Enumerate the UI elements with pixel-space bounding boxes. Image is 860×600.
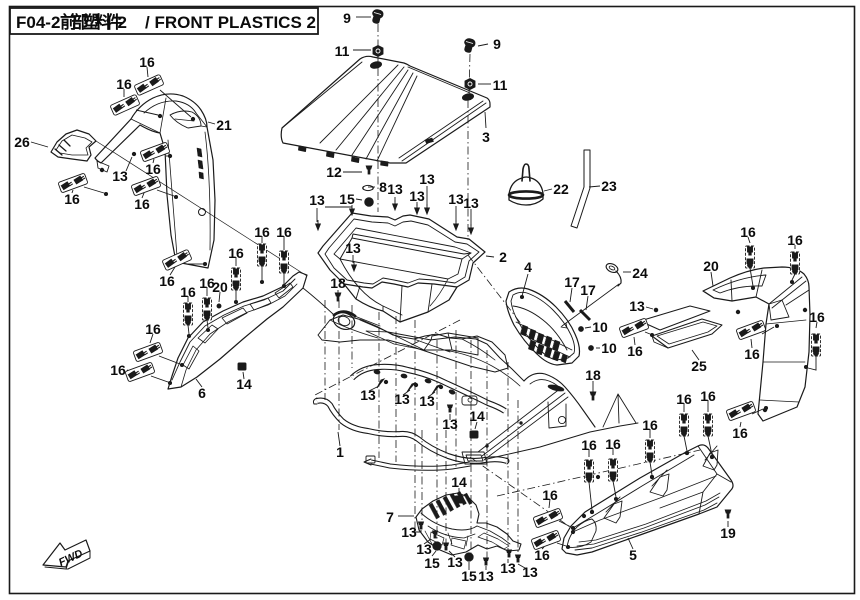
svg-text:8: 8 [379, 179, 387, 195]
svg-text:19: 19 [720, 525, 736, 541]
svg-text:16: 16 [180, 284, 196, 300]
svg-text:16: 16 [139, 54, 155, 70]
svg-text:16: 16 [787, 232, 803, 248]
svg-text:16: 16 [581, 437, 597, 453]
svg-text:16: 16 [145, 321, 161, 337]
svg-text:5: 5 [629, 547, 637, 563]
svg-text:16: 16 [116, 76, 132, 92]
svg-text:/ FRONT PLASTICS 2: / FRONT PLASTICS 2 [145, 13, 316, 32]
svg-text:17: 17 [564, 274, 580, 290]
svg-text:16: 16 [732, 425, 748, 441]
svg-text:16: 16 [64, 191, 80, 207]
svg-text:13: 13 [345, 240, 361, 256]
svg-text:16: 16 [676, 391, 692, 407]
svg-text:22: 22 [553, 181, 569, 197]
svg-text:16: 16 [642, 417, 658, 433]
svg-text:12: 12 [326, 164, 342, 180]
svg-text:24: 24 [632, 265, 648, 281]
svg-text:15: 15 [461, 568, 477, 584]
svg-text:16: 16 [276, 224, 292, 240]
svg-text:9: 9 [493, 36, 501, 52]
svg-text:16: 16 [744, 346, 760, 362]
svg-text:21: 21 [216, 117, 232, 133]
svg-text:16: 16 [605, 436, 621, 452]
svg-text:15: 15 [424, 555, 440, 571]
svg-text:23: 23 [601, 178, 617, 194]
svg-text:14: 14 [469, 408, 485, 424]
svg-text:1: 1 [336, 444, 344, 460]
svg-text:16: 16 [110, 362, 126, 378]
svg-text:16: 16 [199, 275, 215, 291]
svg-text:13: 13 [522, 564, 538, 580]
svg-text:13: 13 [394, 391, 410, 407]
svg-text:13: 13 [112, 168, 128, 184]
svg-text:13: 13 [442, 416, 458, 432]
svg-text:18: 18 [585, 367, 601, 383]
svg-text:13: 13 [463, 195, 479, 211]
svg-text:6: 6 [198, 385, 206, 401]
svg-text:13: 13 [416, 541, 432, 557]
svg-text:16: 16 [700, 388, 716, 404]
svg-text:18: 18 [330, 275, 346, 291]
svg-text:14: 14 [451, 474, 467, 490]
svg-text:F04-2: F04-2 [16, 13, 60, 32]
svg-text:13: 13 [448, 191, 464, 207]
svg-text:25: 25 [691, 358, 707, 374]
svg-text:11: 11 [493, 77, 508, 93]
svg-text:13: 13 [409, 188, 425, 204]
svg-text:FWD: FWD [57, 548, 85, 569]
svg-text:14: 14 [236, 376, 252, 392]
svg-text:13: 13 [478, 568, 494, 584]
svg-text:4: 4 [524, 259, 532, 275]
svg-text:13: 13 [419, 393, 435, 409]
svg-text:2: 2 [499, 249, 507, 265]
svg-text:16: 16 [145, 161, 161, 177]
svg-text:16: 16 [534, 547, 550, 563]
svg-text:20: 20 [212, 279, 228, 295]
svg-text:13: 13 [360, 387, 376, 403]
svg-text:前部塑料件2: 前部塑料件2 [60, 12, 126, 32]
svg-text:13: 13 [419, 171, 435, 187]
svg-text:26: 26 [14, 134, 30, 150]
svg-text:17: 17 [580, 282, 596, 298]
svg-text:11: 11 [335, 43, 350, 59]
svg-text:13: 13 [401, 524, 417, 540]
svg-text:16: 16 [809, 309, 825, 325]
svg-text:16: 16 [542, 487, 558, 503]
svg-text:13: 13 [309, 192, 325, 208]
svg-text:16: 16 [228, 245, 244, 261]
svg-text:20: 20 [703, 258, 719, 274]
svg-text:13: 13 [387, 181, 403, 197]
svg-text:13: 13 [629, 298, 645, 314]
svg-text:10: 10 [601, 340, 617, 356]
svg-text:16: 16 [159, 273, 175, 289]
svg-text:13: 13 [500, 560, 516, 576]
svg-text:3: 3 [482, 129, 490, 145]
svg-text:16: 16 [134, 196, 150, 212]
svg-text:16: 16 [254, 224, 270, 240]
svg-text:10: 10 [592, 319, 608, 335]
svg-text:9: 9 [343, 10, 351, 26]
svg-text:16: 16 [627, 343, 643, 359]
svg-text:16: 16 [740, 224, 756, 240]
svg-text:7: 7 [386, 509, 394, 525]
svg-text:15: 15 [339, 191, 355, 207]
svg-text:13: 13 [447, 554, 463, 570]
